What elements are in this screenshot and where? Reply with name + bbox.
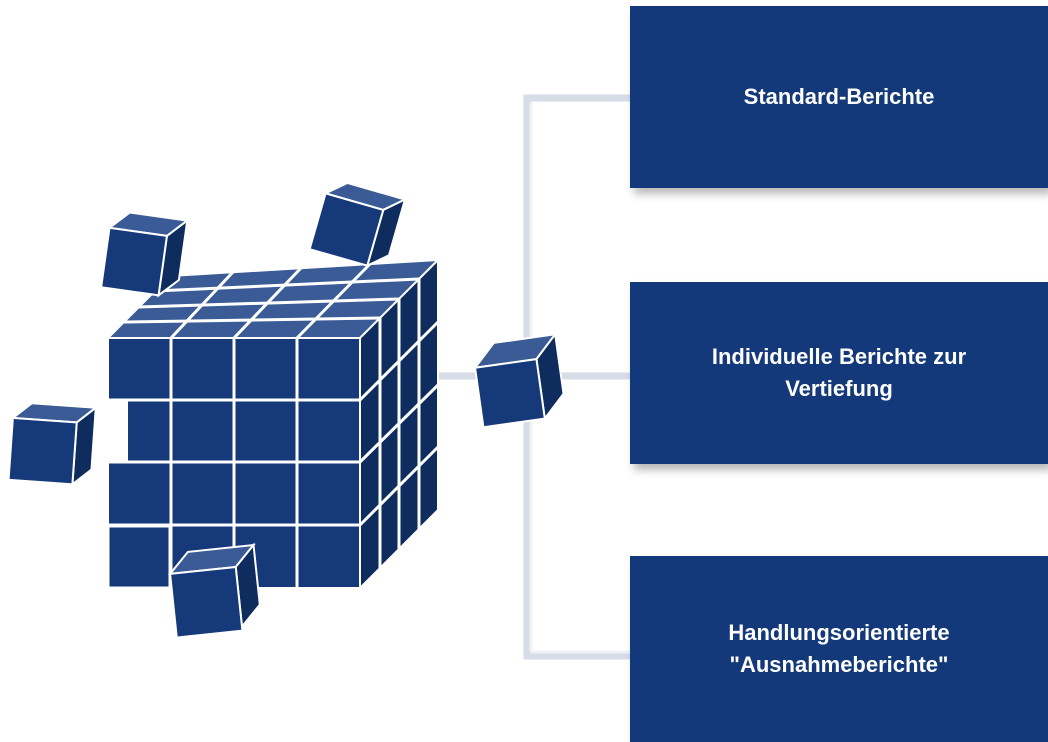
- data-cube-icon: [105, 257, 441, 591]
- report-label: Individuelle Berichte zur Vertiefung: [711, 344, 967, 401]
- report-label: Handlungsorientierte "Ausnahmeberichte": [728, 620, 950, 677]
- report-box-exception: Handlungsorientierte "Ausnahmeberichte": [630, 556, 1048, 742]
- floating-cube-icon: [100, 211, 190, 298]
- cube-right-grid: [358, 279, 440, 568]
- cube-gap: [108, 401, 128, 461]
- cube-gap: [106, 524, 172, 590]
- floating-cube-icon: [167, 542, 261, 639]
- floating-cube-icon: [472, 331, 565, 429]
- report-box-standard: Standard-Berichte: [630, 6, 1048, 188]
- floating-cube-icon: [308, 181, 408, 268]
- cube-top-grid: [123, 262, 420, 340]
- report-label: Standard-Berichte: [743, 84, 935, 110]
- floating-cube-icon: [7, 402, 99, 487]
- report-box-individual: Individuelle Berichte zur Vertiefung: [630, 282, 1048, 464]
